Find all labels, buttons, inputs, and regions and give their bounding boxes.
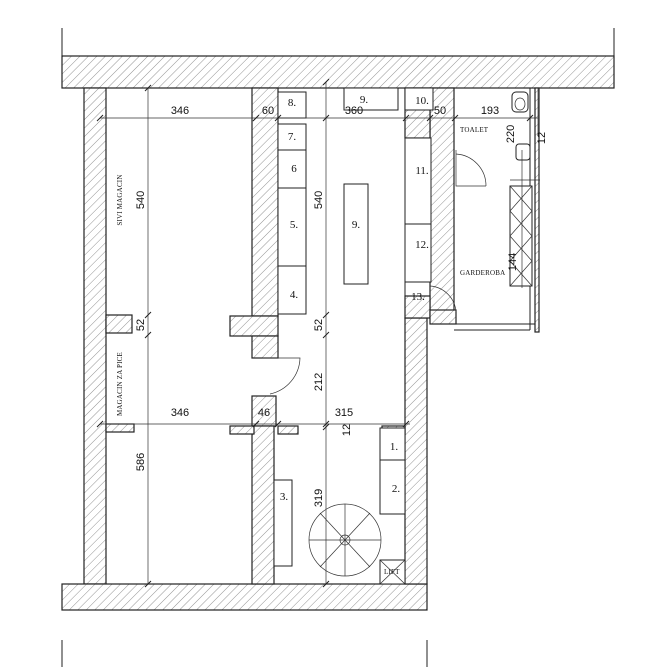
dim-346-top: 346 (171, 105, 189, 117)
item-4-label: 4. (290, 289, 299, 301)
pier-cross-v (251, 335, 279, 359)
dim-50: 50 (434, 105, 446, 117)
dim-315: 315 (335, 407, 353, 419)
door-toalet-arc (455, 153, 487, 187)
item-6-label: 6 (291, 163, 297, 175)
toalet-left-wall (429, 87, 455, 319)
room-label-sivi-magacin: SIVI MAGACIN (116, 174, 124, 225)
dim-586: 586 (135, 453, 147, 471)
bottom-wall (61, 583, 428, 611)
room-label-garderoba: GARDEROBA (460, 269, 505, 277)
outer-boundary-lines (61, 28, 615, 667)
item-5-label: 5. (290, 219, 299, 231)
item-2-label: 2. (392, 483, 401, 495)
dim-540-center: 540 (313, 191, 325, 209)
right-lower-wall (404, 317, 428, 585)
room-label-toalet: TOALET (460, 126, 489, 134)
item-9-top-box (343, 87, 399, 111)
dim-319: 319 (313, 489, 325, 507)
pier-cross-h (229, 315, 279, 337)
dim-52-center: 52 (313, 319, 325, 331)
dim-193: 193 (481, 105, 499, 117)
doors (262, 150, 540, 395)
item-7-box (277, 123, 307, 151)
room-label-lift: LIFT (384, 568, 400, 576)
dim-144: 144 (507, 253, 519, 271)
item-13-label: 13. (411, 291, 425, 303)
pier-13 (404, 295, 431, 319)
item-5-box (277, 187, 307, 267)
item-11-box (404, 137, 432, 225)
item-10-box (404, 87, 434, 111)
room-label-magacin-za-pice: MAGACIN ZA PICE (116, 352, 124, 416)
fixtures (273, 87, 533, 585)
dim-220: 220 (505, 125, 517, 143)
top-wall (61, 55, 615, 89)
right-wall (534, 87, 540, 333)
middle-wall-lower (251, 395, 277, 427)
item-1-label: 1. (390, 441, 399, 453)
dim-360: 360 (345, 105, 363, 117)
door-swing-center (262, 357, 301, 395)
item-3-label: 3. (280, 491, 289, 503)
middle-wall-upper (251, 87, 279, 317)
dim-540-left: 540 (135, 191, 147, 209)
item-4-box (277, 265, 307, 315)
dim-52-left: 52 (135, 319, 147, 331)
item-10-label: 10. (415, 95, 429, 107)
stub-b (277, 425, 299, 435)
item-2-box (379, 459, 406, 515)
door-13 (429, 285, 457, 313)
item-6-box (277, 149, 307, 189)
middle-wall-bottom (251, 425, 275, 585)
door-toalet (455, 150, 486, 187)
item-12-box (404, 223, 432, 283)
item-3-box (273, 479, 293, 567)
dimension-lines (96, 78, 539, 588)
pier-left-b (105, 423, 135, 433)
item-8-label: 8. (288, 97, 297, 109)
spiral-staircase (308, 503, 382, 577)
dim-60: 60 (262, 105, 274, 117)
toilet-icon (511, 91, 529, 113)
pier-13b (429, 309, 457, 325)
item-9-island (343, 183, 369, 285)
item-8-box (277, 91, 307, 119)
dim-46: 46 (258, 407, 270, 419)
stub-a (229, 425, 255, 435)
item-9-top-label: 9. (360, 94, 369, 106)
room-outlines (105, 88, 535, 584)
left-wall (83, 87, 107, 585)
pier-left (105, 314, 133, 334)
dim-12-lower: 12 (341, 424, 353, 436)
sink-icon (515, 143, 531, 161)
item-7-label: 7. (288, 131, 297, 143)
item-9-island-label: 9. (352, 219, 361, 231)
dim-212: 212 (313, 373, 325, 391)
dim-346-lower: 346 (171, 407, 189, 419)
walls (61, 55, 615, 611)
item-11-label: 11. (415, 165, 429, 177)
dim-12-top: 12 (536, 132, 548, 144)
item-12-label: 12. (415, 239, 429, 251)
